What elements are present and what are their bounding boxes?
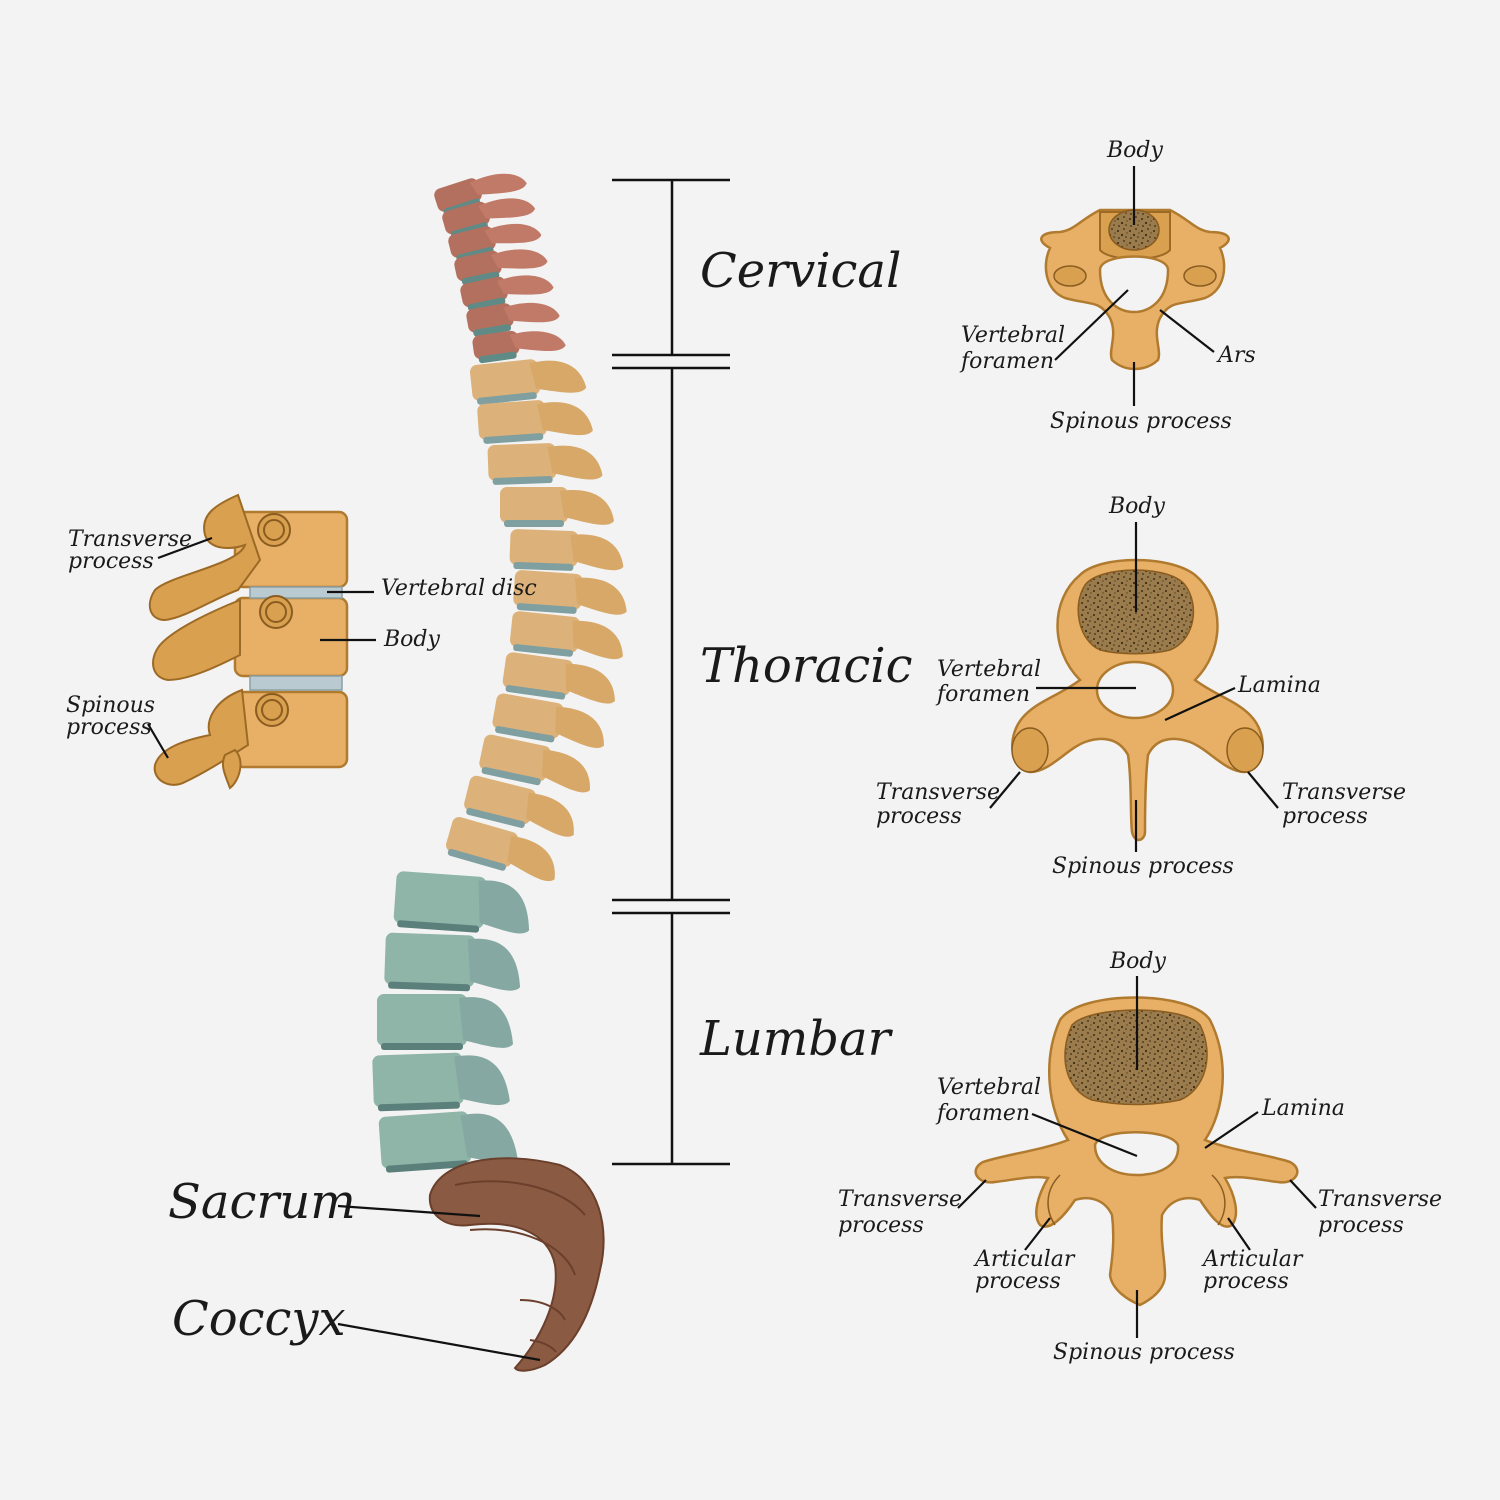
lumbar-lamina-leader: [1204, 1111, 1259, 1149]
cervical-spinous-label: Spinous process: [1050, 409, 1232, 434]
thoracic-vertebra: [509, 529, 624, 571]
lumbar-body-label: Body: [1109, 949, 1166, 974]
coccyx-label: Coccyx: [172, 1291, 346, 1347]
thoracic-vertebra: [477, 400, 593, 444]
lumbar-transverse-r-1: Transverse: [1318, 1187, 1442, 1212]
lumbar-transverse-r-leader: [1289, 1179, 1317, 1209]
cervical-ars-label: Ars: [1216, 343, 1256, 368]
side-spinous-label-1: Spinous: [66, 693, 155, 718]
lumbar-transverse-l-2: process: [838, 1213, 924, 1238]
thoracic-foramen-label-1: Vertebral: [937, 657, 1041, 682]
thoracic-lamina-leader: [1164, 686, 1236, 722]
thoracic-lamina-label: Lamina: [1237, 673, 1321, 698]
side-transverse-label-2: process: [68, 549, 154, 574]
cervical-vertebra: [472, 330, 566, 364]
lumbar-lamina-label: Lamina: [1261, 1096, 1345, 1121]
thoracic-vertebra: [500, 487, 614, 527]
lumbar-vertebra: [393, 871, 530, 934]
thoracic-vertebrae: [446, 359, 627, 881]
thoracic-vertebra: [446, 816, 555, 881]
lumbar-articular-r-2: process: [1203, 1269, 1289, 1294]
region-bracket: [612, 178, 730, 1166]
thoracic-transverse-r-leader: [1247, 771, 1279, 809]
lumbar-vertebra: [384, 932, 521, 992]
thoracic-transverse-r-1: Transverse: [1282, 780, 1406, 805]
side-body-label: Body: [383, 627, 440, 652]
thoracic-transverse-l-2: process: [876, 804, 962, 829]
thoracic-transverse-l-1: Transverse: [876, 780, 1000, 805]
lumbar-vertebra: [372, 1052, 510, 1112]
thoracic-vertebra: [479, 734, 590, 793]
lumbar-foramen-label-1: Vertebral: [937, 1075, 1041, 1100]
side-transverse-label-1: Transverse: [68, 527, 192, 552]
lumbar-foramen-leader: [1031, 1112, 1138, 1158]
thoracic-vertebra-top-view: [1011, 558, 1264, 842]
thoracic-label: Thoracic: [700, 638, 913, 694]
lumbar-transverse-l-leader: [957, 1179, 987, 1209]
lumbar-articular-l-1: Articular: [973, 1247, 1076, 1272]
lumbar-vertebra: [378, 1111, 518, 1173]
lumbar-articular-l-leader: [1024, 1217, 1051, 1251]
thoracic-spinous-label: Spinous process: [1052, 854, 1234, 879]
cervical-foramen-leader: [1054, 289, 1129, 361]
thoracic-vertebra: [513, 570, 627, 615]
spine-column: [372, 173, 627, 1372]
cervical-ars-leader: [1159, 309, 1215, 353]
lumbar-transverse-r-2: process: [1318, 1213, 1404, 1238]
cervical-body-label: Body: [1106, 138, 1163, 163]
thoracic-vertebra: [487, 443, 603, 485]
side-spinous-leader: [147, 723, 169, 759]
lumbar-foramen-label-2: foramen: [935, 1101, 1030, 1126]
lumbar-vertebrae: [372, 871, 530, 1173]
thoracic-foramen-label-2: foramen: [935, 682, 1030, 707]
thoracic-vertebra: [502, 652, 615, 704]
thoracic-vertebra: [492, 693, 605, 748]
cervical-foramen-label-1: Vertebral: [961, 323, 1065, 348]
thoracic-vertebra: [469, 359, 587, 405]
side-spinous-label-2: process: [66, 715, 152, 740]
cervical-vertebra: [460, 275, 554, 312]
thoracic-transverse-l-leader: [989, 771, 1021, 809]
cervical-vertebrae: [434, 173, 566, 364]
sacrum-label: Sacrum: [168, 1174, 356, 1230]
cervical-vertebra: [454, 249, 548, 286]
lumbar-vertebra: [377, 994, 513, 1050]
side-disc-label: Vertebral disc: [381, 576, 537, 601]
lumbar-articular-r-1: Articular: [1201, 1247, 1304, 1272]
thoracic-vertebra: [464, 775, 574, 837]
lumbar-transverse-l-1: Transverse: [838, 1187, 962, 1212]
lumbar-articular-l-2: process: [975, 1269, 1061, 1294]
cervical-label: Cervical: [700, 243, 901, 299]
lumbar-articular-r-leader: [1227, 1217, 1251, 1251]
lumbar-spinous-label: Spinous process: [1053, 1340, 1235, 1365]
cervical-vertebra: [466, 302, 560, 337]
cervical-foramen-label-2: foramen: [959, 349, 1054, 374]
thoracic-vertebra: [509, 611, 623, 660]
sacrum-leader: [337, 1204, 481, 1218]
thoracic-body-label: Body: [1108, 494, 1165, 519]
thoracic-transverse-r-2: process: [1282, 804, 1368, 829]
coccyx-leader: [337, 1322, 541, 1362]
lumbar-label: Lumbar: [699, 1011, 894, 1067]
sacrum-coccyx: [428, 1157, 605, 1372]
side-view-vertebrae: [148, 493, 349, 790]
side-transverse-leader: [157, 536, 213, 560]
